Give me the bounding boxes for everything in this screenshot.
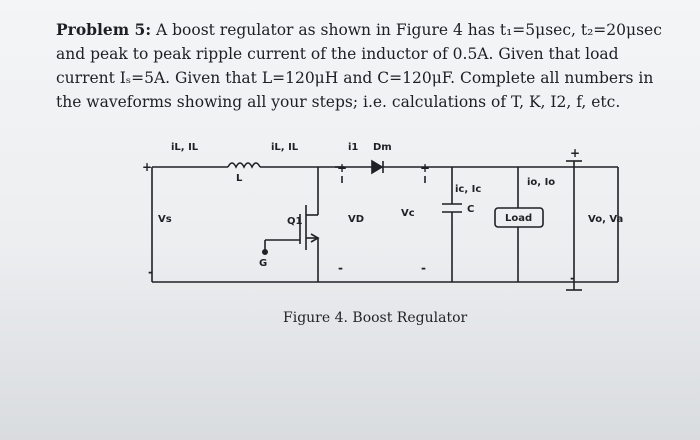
vo-plus: + — [570, 146, 580, 160]
vs-minus: - — [148, 265, 153, 279]
vc-plus: + — [420, 161, 430, 175]
problem-statement: Problem 5: A boost regulator as shown in… — [56, 18, 676, 114]
label-gate: G — [259, 258, 267, 269]
label-i1: i1 — [348, 142, 358, 153]
problem-text: A boost regulator as shown in Figure 4 h… — [56, 21, 662, 111]
vd-minus: - — [338, 261, 343, 275]
label-ic: ic, Ic — [455, 184, 481, 195]
problem-label: Problem 5: — [56, 20, 152, 39]
label-vs: Vs — [158, 214, 172, 225]
label-inductor: L — [236, 173, 243, 184]
label-il-top: iL, IL — [171, 142, 199, 153]
label-capacitor: C — [467, 204, 474, 215]
figure-caption: Figure 4. Boost Regulator — [283, 310, 468, 326]
vs-plus: + — [142, 160, 152, 174]
label-q1: Q1 — [287, 216, 303, 227]
label-load: Load — [505, 213, 532, 224]
vc-minus: - — [421, 261, 426, 275]
label-vc: Vc — [401, 208, 415, 219]
label-io: io, Io — [527, 177, 555, 188]
label-vo: Vo, Va — [588, 214, 623, 225]
vo-minus: - — [570, 271, 575, 285]
label-il-mid: iL, IL — [271, 142, 299, 153]
vd-plus: + — [337, 161, 347, 175]
label-vd: VD — [348, 214, 364, 225]
label-diode: Dm — [373, 142, 392, 153]
